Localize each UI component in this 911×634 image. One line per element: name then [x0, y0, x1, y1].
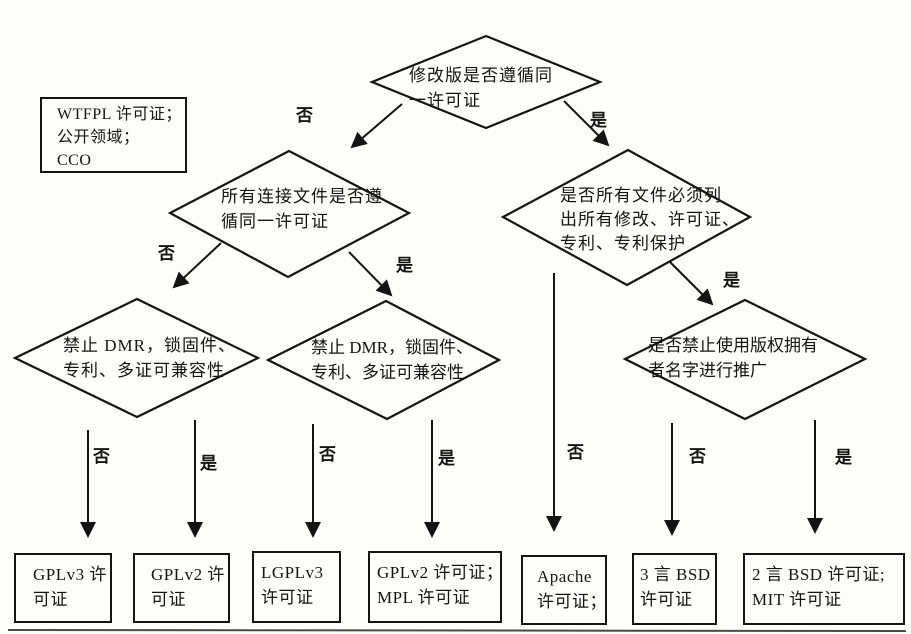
outcome-box-gplv2-mpl: GPLv2 许可证； MPL 许可证	[368, 551, 504, 623]
outcome-line: 许可证	[640, 590, 693, 609]
outcome-box-bsd3: 3 言 BSD 许可证	[632, 553, 717, 625]
decision-d6-text: 是否禁止使用版权拥有 者名字进行推广	[648, 333, 818, 383]
outcome-line: GPLv2 许可证；	[377, 563, 504, 582]
edge-label-d1-no: 否	[296, 106, 313, 125]
decision-line: 者名字进行推广	[648, 361, 767, 380]
edge-label-d4-yes: 是	[200, 454, 217, 473]
note-line: 公开领域；	[57, 129, 140, 146]
decision-d2-text: 所有连接文件是否遵 循同一许可证	[221, 184, 383, 234]
edge-d3-yes-arrow	[668, 260, 714, 306]
decision-line: 禁止 DMR，锁固件、	[311, 338, 473, 357]
decision-d4-text: 禁止 DMR，锁固件、 专利、多证可兼容性	[63, 333, 236, 383]
decision-d5-text: 禁止 DMR，锁固件、 专利、多证可兼容性	[311, 335, 473, 385]
edge-d1-yes-arrow	[563, 100, 610, 147]
outcome-box-lgplv3: LGPLv3 许可证	[252, 551, 341, 623]
outcome-line: MPL 许可证	[377, 588, 471, 607]
edge-label-d5-yes: 是	[438, 449, 455, 468]
edge-label-d3-yes: 是	[723, 271, 740, 290]
edge-label-d6-no: 否	[689, 447, 706, 466]
decision-d5-shape	[265, 299, 502, 421]
decision-d6-shape	[622, 298, 868, 421]
edge-label-d6-yes: 是	[835, 448, 852, 467]
outcome-box-bsd2-mit: 2 言 BSD 许可证; MIT 许可证	[743, 553, 905, 625]
outcome-box-gplv3: GPLv3 许 可证	[14, 553, 112, 623]
outcome-box-apache: Apache 许可证；	[521, 555, 607, 625]
edge-label-d3-no: 否	[567, 443, 584, 462]
decision-d4-shape	[12, 297, 261, 419]
decision-d3-shape	[500, 148, 753, 287]
decision-line: 禁止 DMR，锁固件、	[63, 336, 236, 355]
decision-d1-text: 修改版是否遵循同 一许可证	[409, 63, 553, 113]
decision-line: 出所有修改、许可证、	[560, 210, 740, 229]
edge-label-d5-no: 否	[319, 445, 336, 464]
decision-line: 是否禁止使用版权拥有	[648, 336, 818, 355]
outcome-line: 2 言 BSD 许可证;	[752, 565, 886, 584]
outcome-line: MIT 许可证	[752, 590, 842, 609]
decision-line: 专利、多证可兼容性	[311, 363, 464, 382]
edge-label-d4-no: 否	[93, 447, 110, 466]
outcome-line: 许可证；	[537, 592, 607, 611]
outcome-box-gplv2: GPLv2 许 可证	[133, 553, 230, 623]
decision-d2-shape	[167, 149, 412, 279]
outcome-line: GPLv2 许	[151, 565, 225, 584]
outcome-line: 可证	[33, 590, 68, 609]
decision-line: 专利、多证可兼容性	[63, 361, 225, 380]
decision-line: 所有连接文件是否遵	[221, 187, 383, 206]
decision-d3-text: 是否所有文件必须列 出所有修改、许可证、 专利、专利保护	[560, 184, 740, 256]
decision-d1-shape	[369, 34, 603, 130]
edge-d1-no-arrow	[350, 103, 403, 149]
edge-d2-no-arrow	[172, 242, 222, 289]
decision-line: 是否所有文件必须列	[560, 186, 722, 205]
decision-line: 一许可证	[409, 91, 481, 110]
outcome-line: Apache	[537, 567, 592, 586]
note-line: WTFPL 许可证；	[57, 106, 182, 123]
edge-label-d2-yes: 是	[396, 256, 413, 275]
outcome-line: GPLv3 许	[33, 565, 107, 584]
decision-line: 专利、专利保护	[560, 234, 686, 253]
page-edge-line	[7, 629, 907, 632]
edge-label-d2-no: 否	[158, 244, 175, 263]
edge-label-d1-yes: 是	[590, 111, 607, 130]
outcome-line: 3 言 BSD	[640, 565, 711, 584]
note-box-wtfpl: WTFPL 许可证； 公开领域； CCO	[40, 97, 187, 173]
decision-line: 修改版是否遵循同	[409, 66, 553, 85]
outcome-line: 许可证	[261, 588, 314, 607]
decision-line: 循同一许可证	[221, 212, 329, 231]
outcome-line: LGPLv3	[261, 563, 324, 582]
note-line: CCO	[57, 152, 92, 169]
edge-d2-yes-arrow	[348, 251, 393, 297]
outcome-line: 可证	[151, 590, 186, 609]
